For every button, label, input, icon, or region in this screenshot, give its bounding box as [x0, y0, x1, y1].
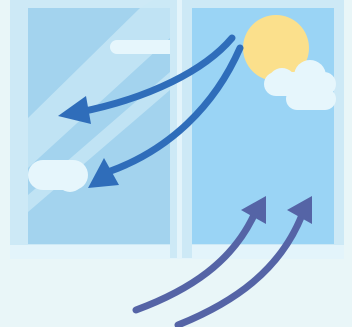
cloud-icon: [28, 160, 88, 192]
